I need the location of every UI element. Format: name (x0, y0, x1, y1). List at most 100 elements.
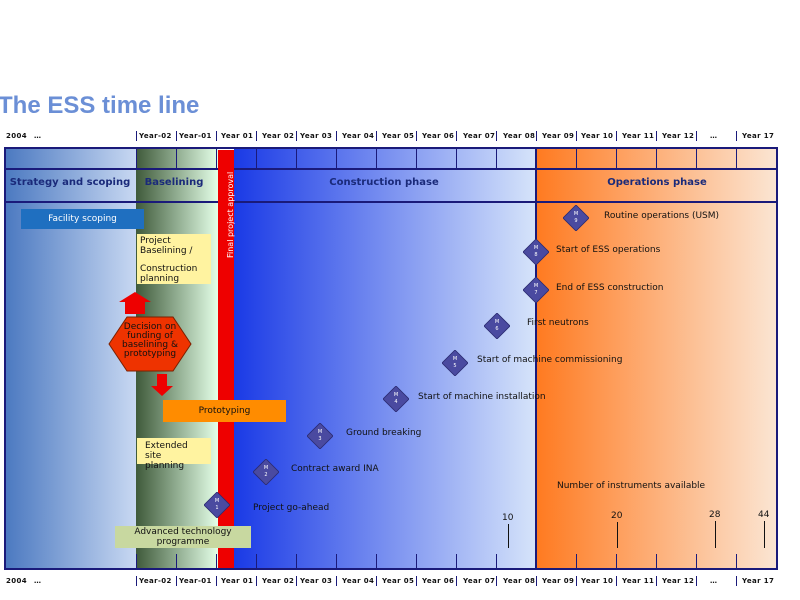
grid-line (456, 147, 457, 169)
grid-line (176, 554, 177, 570)
facility-scoping-label: Facility scoping (48, 214, 117, 224)
bottom-year-label: Year 12 (662, 577, 695, 585)
top-year-separator (536, 131, 537, 141)
milestone-label: Contract award INA (291, 464, 379, 474)
bottom-year-separator (456, 576, 457, 586)
page-title: The ESS time line (0, 92, 200, 119)
instrument-count: 28 (709, 510, 721, 520)
construction-planning-label: Construction planning (140, 264, 198, 284)
final-approval-label: Final project approval (226, 171, 235, 258)
top-year-label: Year 12 (662, 132, 695, 140)
top-year-label: Year 17 (742, 132, 775, 140)
advanced-tech-box: Advanced technology programme (115, 526, 251, 548)
milestone-diamond-icon (523, 239, 549, 265)
bottom-year-separator (496, 576, 497, 586)
milestone-label: Routine operations (USM) (604, 211, 720, 221)
grid-line (576, 147, 577, 169)
instrument-tick (617, 522, 618, 548)
milestone-label: Start of machine commissioning (477, 355, 623, 365)
bottom-year-label: Year 11 (622, 577, 655, 585)
operations-divider (535, 147, 537, 570)
grid-line (216, 554, 217, 570)
bottom-year-label: … (34, 577, 42, 585)
bottom-year-separator (656, 576, 657, 586)
top-year-separator (256, 131, 257, 141)
bottom-year-label: Year-01 (179, 577, 212, 585)
grid-line (176, 147, 177, 169)
bottom-year-label: Year 17 (742, 577, 775, 585)
bottom-year-separator (696, 576, 697, 586)
milestone-label: Start of machine installation (418, 392, 546, 402)
milestone-diamond-icon (204, 492, 230, 518)
milestone-label: First neutrons (527, 318, 589, 328)
grid-line (576, 554, 577, 570)
decision-octagon (108, 316, 192, 372)
grid-line (376, 147, 377, 169)
grid-line (656, 554, 657, 570)
phase-strategy-label: Strategy and scoping (9, 177, 131, 188)
top-year-label: Year 05 (382, 132, 415, 140)
grid-line (496, 147, 497, 169)
instrument-count: 20 (611, 511, 623, 521)
prototyping-label: Prototyping (198, 406, 251, 416)
top-year-label: Year 03 (300, 132, 333, 140)
instruments-label: Number of instruments available (557, 481, 706, 491)
top-year-separator (736, 131, 737, 141)
top-year-label: Year-02 (139, 132, 172, 140)
instrument-count: 10 (502, 513, 514, 523)
milestone-diamond-icon (442, 350, 468, 376)
frame-line-right (776, 147, 778, 570)
instrument-count: 44 (758, 510, 770, 520)
bottom-year-label: 2004 (6, 577, 28, 585)
phase-construction-label: Construction phase (329, 177, 439, 188)
instrument-tick (715, 521, 716, 548)
grid-line (296, 147, 297, 169)
project-baselining-label: Project Baselining / (140, 236, 193, 256)
bottom-year-separator (416, 576, 417, 586)
milestone-diamond-icon (307, 423, 333, 449)
final-approval-bar (218, 150, 234, 568)
bottom-year-label: Year 06 (422, 577, 455, 585)
grid-line (616, 147, 617, 169)
top-year-label: Year 04 (342, 132, 375, 140)
grid-line (536, 554, 537, 570)
extended-site-label: Extended site planning (145, 441, 188, 471)
frame-line-top (4, 147, 778, 149)
project-baselining-box: Project Baselining / Construction planni… (137, 234, 211, 284)
bottom-year-label: Year 05 (382, 577, 415, 585)
frame-line-phase-top (4, 168, 778, 170)
decision-label: Decision on funding of baselining & prot… (122, 322, 178, 359)
frame-line-bottom (4, 568, 778, 570)
instrument-tick (764, 521, 765, 548)
top-year-separator (616, 131, 617, 141)
grid-line (216, 147, 217, 169)
top-year-separator (576, 131, 577, 141)
facility-scoping-box: Facility scoping (21, 209, 144, 229)
top-year-separator (456, 131, 457, 141)
prototyping-box: Prototyping (163, 400, 286, 422)
top-year-separator (656, 131, 657, 141)
top-year-separator (496, 131, 497, 141)
grid-line (296, 554, 297, 570)
grid-line (456, 554, 457, 570)
milestone-label: Project go-ahead (253, 503, 330, 513)
bottom-year-label: Year 01 (221, 577, 254, 585)
frame-line-phase-bottom (4, 201, 778, 203)
grid-line (256, 554, 257, 570)
top-year-separator (176, 131, 177, 141)
top-year-label: Year 01 (221, 132, 254, 140)
bottom-year-label: … (710, 577, 718, 585)
top-year-label: 2004 (6, 132, 28, 140)
construction-band (234, 148, 536, 570)
grid-line (656, 147, 657, 169)
bottom-year-separator (376, 576, 377, 586)
grid-line (616, 554, 617, 570)
bottom-year-separator (176, 576, 177, 586)
extended-site-box: Extended site planning (137, 438, 211, 471)
bottom-year-label: Year 09 (542, 577, 575, 585)
top-year-separator (416, 131, 417, 141)
bottom-year-separator (136, 576, 137, 586)
grid-line (496, 554, 497, 570)
